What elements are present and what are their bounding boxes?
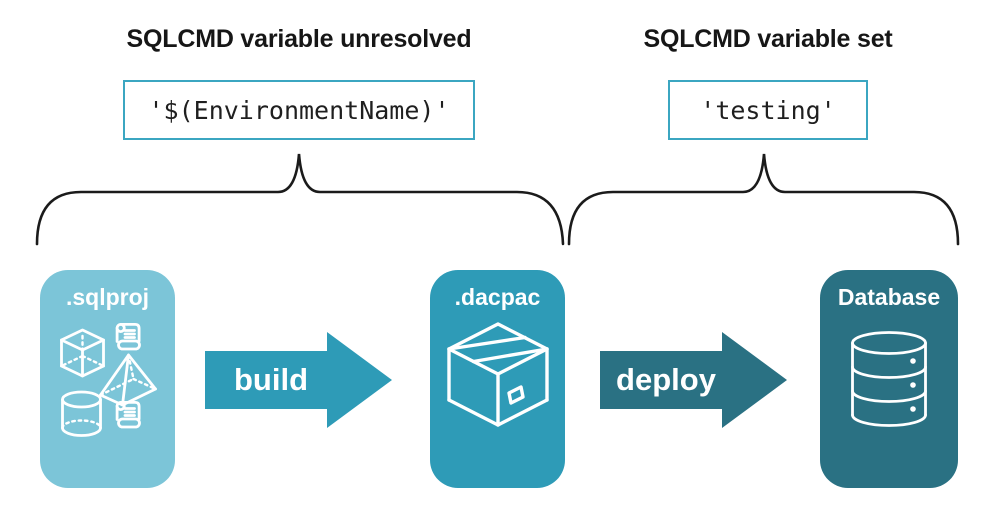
block-arrow-right-icon <box>600 332 787 428</box>
code-box-unresolved: '$(EnvironmentName)' <box>123 80 475 140</box>
scroll-icon <box>115 322 141 351</box>
curly-brace-right-icon <box>567 150 960 246</box>
scroll-icon <box>115 400 141 429</box>
stage-label-database: Database <box>837 284 941 310</box>
stage-card-dacpac: .dacpac <box>430 270 565 488</box>
code-value-set: 'testing' <box>700 95 836 125</box>
3d-shapes-and-scripts-icon <box>59 322 157 442</box>
deploy-arrow-label: deploy <box>616 362 716 397</box>
stage-card-database: Database <box>820 270 958 488</box>
heading-sqlcmd-set: SQLCMD variable set <box>643 25 893 53</box>
build-arrow-label: build <box>233 362 309 397</box>
database-cylinder-icon <box>849 330 929 428</box>
build-arrow: build <box>205 332 392 428</box>
code-value-unresolved: '$(EnvironmentName)' <box>148 95 450 125</box>
cube-icon <box>59 328 105 378</box>
heading-sqlcmd-unresolved: SQLCMD variable unresolved <box>126 25 472 53</box>
block-arrow-right-icon <box>205 332 392 428</box>
code-box-set: 'testing' <box>668 80 868 140</box>
stage-label-sqlproj: .sqlproj <box>65 284 150 310</box>
curly-brace-left-icon <box>35 150 565 246</box>
stage-label-dacpac: .dacpac <box>454 284 541 310</box>
cylinder-icon <box>60 390 102 437</box>
stage-card-sqlproj: .sqlproj <box>40 270 175 488</box>
pyramid-icon <box>98 353 157 407</box>
package-box-icon <box>446 321 550 447</box>
deploy-arrow: deploy <box>600 332 787 428</box>
